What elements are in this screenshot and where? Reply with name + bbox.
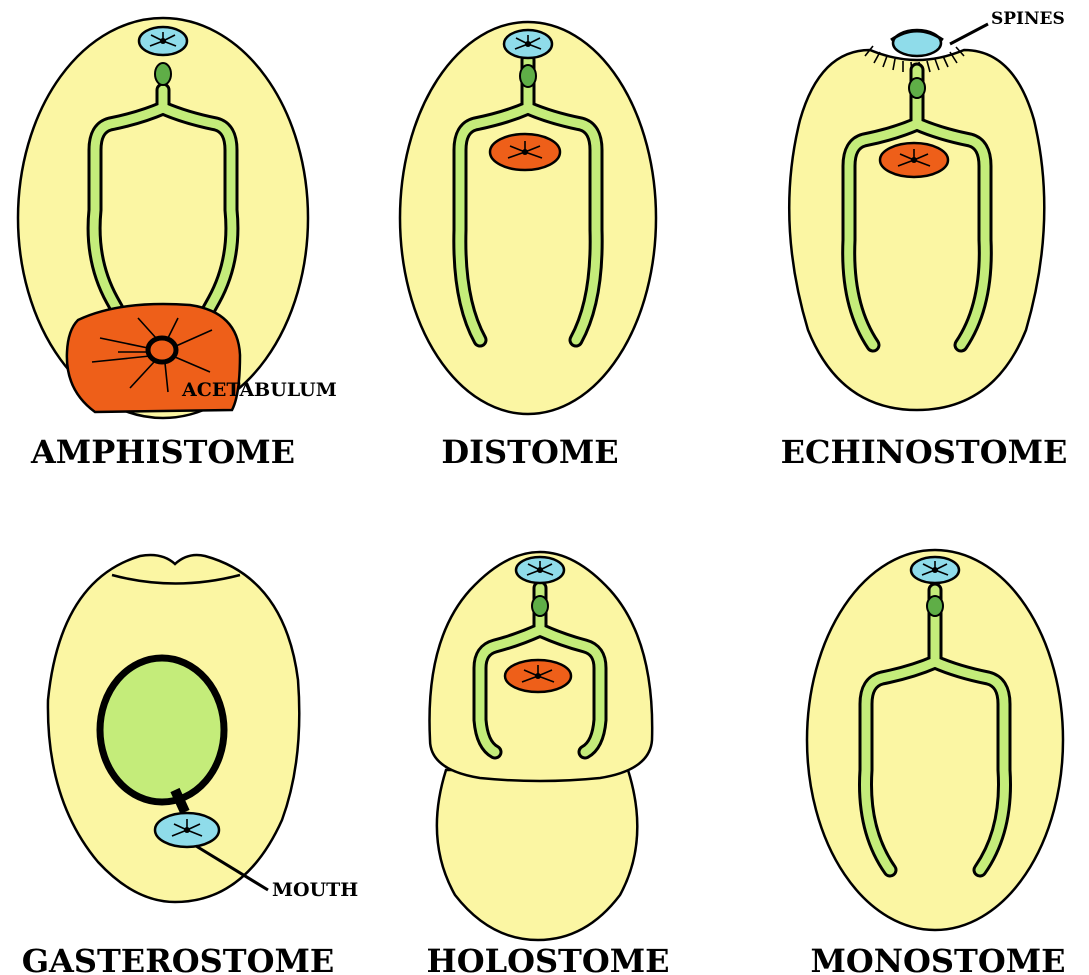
holostome-caption: HOLOSTOME [426, 942, 669, 975]
distome-figure: DISTOME [400, 22, 656, 471]
gasterostome-figure: MOUTH GASTEROSTOME [22, 555, 359, 975]
distome-caption: DISTOME [441, 433, 618, 471]
echinostome-figure: SPINES ECHINOSTOME [781, 9, 1068, 471]
holostome-figure: HOLOSTOME [426, 552, 669, 975]
acetabulum-label: ACETABULUM [181, 379, 337, 401]
mouth-label: MOUTH [272, 879, 358, 901]
monostome-pharynx [927, 596, 943, 616]
distome-pharynx [520, 65, 536, 87]
echinostome-pharynx [909, 78, 925, 98]
gasterostome-caption: GASTEROSTOME [22, 942, 335, 975]
spines-pointer-line [950, 24, 988, 44]
holostome-pharynx [532, 596, 548, 616]
holostome-hindbody [437, 770, 637, 940]
monostome-figure: MONOSTOME [807, 550, 1066, 975]
monostome-caption: MONOSTOME [810, 942, 1065, 975]
gasterostome-intestine [100, 658, 224, 802]
amphistome-figure: ACETABULUM AMPHISTOME [18, 18, 337, 471]
amphistome-caption: AMPHISTOME [30, 433, 295, 471]
amphistome-pharynx [155, 63, 171, 85]
spines-label: SPINES [991, 9, 1065, 29]
echinostome-caption: ECHINOSTOME [781, 433, 1068, 471]
